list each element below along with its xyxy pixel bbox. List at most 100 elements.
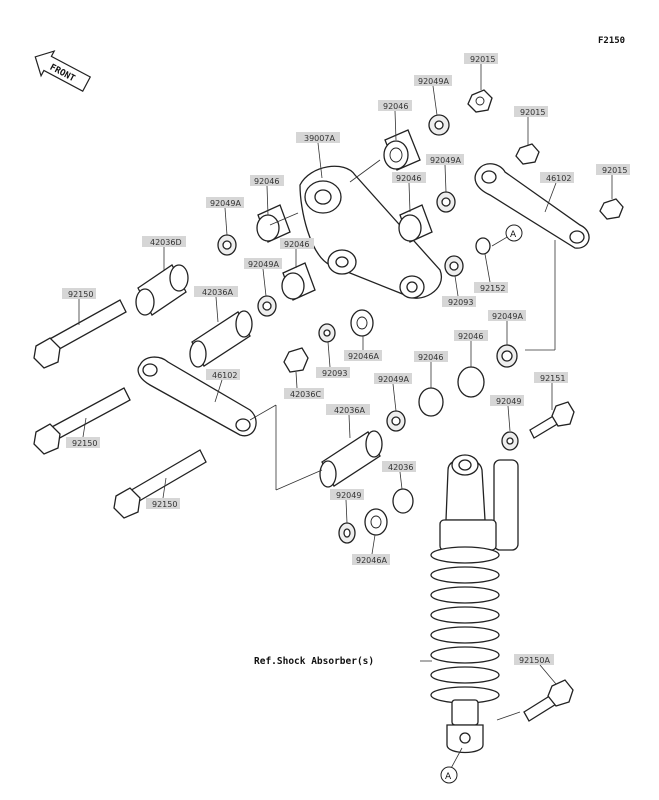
ref-marker-a-top: A — [505, 224, 523, 242]
part-label-92049a-c[interactable]: 92049A — [374, 373, 412, 412]
bolt-92150-mid-part — [33, 387, 131, 455]
part-label-92049a-r2[interactable]: 92049A — [488, 310, 526, 345]
ref-marker-a-bottom: A — [440, 766, 458, 784]
rocker-arm-part — [299, 165, 443, 299]
washer-left2-part — [257, 295, 277, 317]
nut-92015-top-part — [467, 89, 493, 113]
bolt-92150-low-part — [113, 449, 207, 519]
tie-rod-left-part — [137, 356, 257, 437]
part-label-92049a-left[interactable]: 92049A — [206, 197, 244, 236]
shock-spring — [430, 546, 500, 704]
washer-top-part — [428, 114, 450, 136]
svg-text:92046: 92046 — [458, 332, 483, 341]
nut-92015-mid-part — [515, 143, 540, 165]
part-label-92046-a[interactable]: 92046 — [378, 100, 412, 141]
svg-text:92015: 92015 — [602, 166, 627, 175]
svg-text:46102: 46102 — [546, 174, 571, 183]
svg-text:92049A: 92049A — [248, 260, 279, 269]
svg-text:92049A: 92049A — [210, 199, 241, 208]
part-label-92093-a[interactable]: 92093 — [442, 275, 476, 307]
part-label-39007a[interactable]: 39007A — [296, 132, 340, 179]
collar-42036-part — [392, 488, 414, 514]
svg-text:A: A — [510, 230, 517, 240]
nut-92015-right-part — [599, 198, 624, 220]
part-label-92015-mid[interactable]: 92015 — [514, 106, 548, 145]
svg-text:A: A — [445, 772, 452, 782]
part-label-92049a-mid[interactable]: 92049A — [426, 154, 464, 193]
ref-shock-absorber-label: Ref.Shock Absorber(s) — [254, 656, 374, 667]
svg-text:92093: 92093 — [448, 298, 473, 307]
part-label-92046-e[interactable]: 92046 — [454, 330, 488, 367]
svg-text:92015: 92015 — [520, 108, 545, 117]
part-label-42036c[interactable]: 42036C — [284, 371, 324, 399]
collar-42036d-part — [135, 264, 189, 316]
front-arrow-icon: FRONT — [34, 50, 92, 92]
svg-text:92093: 92093 — [322, 369, 347, 378]
part-label-92046a-low[interactable]: 92046A — [352, 534, 390, 565]
part-label-92150a[interactable]: 92150A — [514, 654, 557, 685]
part-label-92049a-top[interactable]: 92049A — [414, 75, 452, 116]
svg-text:92046: 92046 — [418, 353, 443, 362]
part-label-92015-top[interactable]: 92015 — [464, 53, 498, 90]
svg-text:92049: 92049 — [336, 491, 361, 500]
part-label-92151[interactable]: 92151 — [534, 372, 568, 410]
svg-text:92151: 92151 — [540, 374, 565, 383]
svg-text:92150: 92150 — [72, 439, 97, 448]
figure-code: F2150 — [598, 36, 625, 46]
part-label-46102-r[interactable]: 46102 — [540, 172, 574, 213]
part-label-92046-b[interactable]: 92046 — [392, 172, 426, 213]
svg-text:92046: 92046 — [396, 174, 421, 183]
part-label-92049a-left2[interactable]: 92049A — [244, 258, 282, 297]
part-label-92049-low[interactable]: 92049 — [330, 489, 364, 524]
svg-text:42036C: 42036C — [290, 390, 321, 399]
part-label-92150-low[interactable]: 92150 — [146, 477, 180, 509]
collar-92152-part — [475, 237, 491, 255]
part-label-46102-l[interactable]: 46102 — [206, 369, 240, 403]
part-label-42036[interactable]: 42036 — [382, 461, 416, 490]
svg-text:92046A: 92046A — [356, 556, 387, 565]
svg-text:92046A: 92046A — [348, 352, 379, 361]
part-label-92152[interactable]: 92152 — [474, 253, 508, 293]
svg-text:92046: 92046 — [284, 240, 309, 249]
part-label-92046-c[interactable]: 92046 — [250, 175, 284, 216]
collar-42036a-mid-part — [319, 430, 383, 488]
svg-text:42036A: 42036A — [202, 288, 233, 297]
shock-absorber-part — [430, 454, 519, 754]
washer-mid-part — [436, 191, 456, 213]
tie-rod-right-part — [474, 163, 590, 249]
svg-text:92046: 92046 — [383, 102, 408, 111]
part-label-42036d[interactable]: 42036D — [142, 236, 186, 270]
part-label-42036a-mid[interactable]: 42036A — [326, 404, 370, 439]
washer-92093-b-part — [318, 323, 336, 343]
washer-92049-low-part — [338, 522, 356, 544]
svg-text:42036: 42036 — [388, 463, 413, 472]
bearing-92046a-low-part — [364, 508, 388, 536]
bearing-92046a-a-part — [350, 309, 374, 337]
part-label-92046a-a[interactable]: 92046A — [344, 336, 382, 361]
part-label-92093-b[interactable]: 92093 — [316, 341, 350, 378]
part-label-92150-left[interactable]: 92150 — [62, 288, 96, 325]
svg-text:92049A: 92049A — [492, 312, 523, 321]
svg-text:46102: 46102 — [212, 371, 237, 380]
bearing-a-part — [383, 129, 421, 171]
part-label-92150-mid[interactable]: 92150 — [66, 417, 100, 448]
washer-92049-part — [501, 431, 519, 451]
part-label-92046-f[interactable]: 92046 — [414, 351, 448, 388]
bolt-92151-part — [529, 401, 575, 439]
svg-text:92015: 92015 — [470, 55, 495, 64]
collar-42036a-left-part — [189, 310, 253, 368]
washer-right-part — [496, 344, 518, 368]
part-label-92049[interactable]: 92049 — [490, 395, 524, 432]
bolt-92150a-part — [523, 679, 574, 722]
part-label-42036a-left[interactable]: 42036A — [194, 286, 238, 323]
svg-text:42036D: 42036D — [150, 238, 182, 247]
collar-42036c-part — [283, 347, 309, 373]
svg-text:39007A: 39007A — [304, 134, 335, 143]
washer-c-part — [386, 410, 406, 432]
svg-text:92150A: 92150A — [519, 656, 550, 665]
svg-text:92150: 92150 — [152, 500, 177, 509]
svg-text:92049A: 92049A — [418, 77, 449, 86]
part-label-92015-r[interactable]: 92015 — [596, 164, 630, 199]
svg-text:92049A: 92049A — [378, 375, 409, 384]
part-label-92046-d[interactable]: 92046 — [280, 238, 314, 268]
